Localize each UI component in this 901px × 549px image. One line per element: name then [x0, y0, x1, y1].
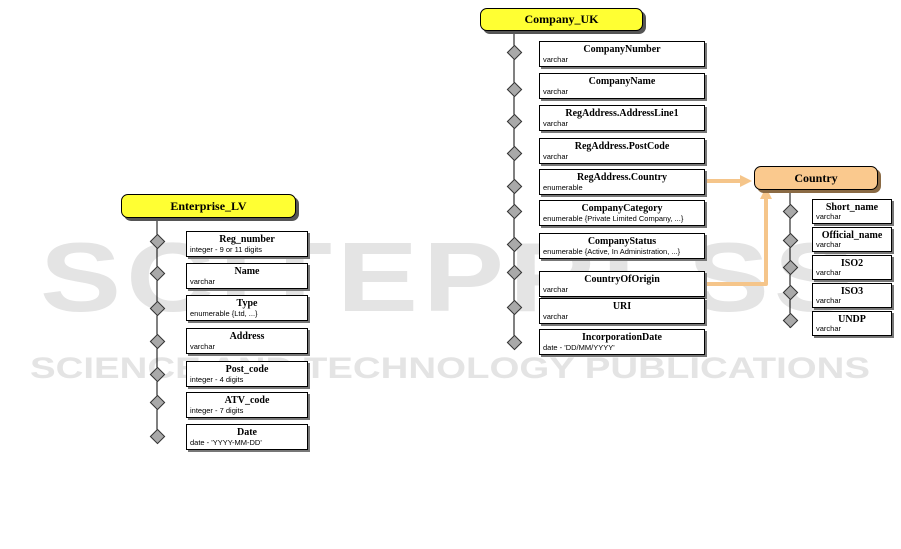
- entity-title: Company_UK: [524, 12, 599, 26]
- field-address[interactable]: Address varchar: [186, 328, 308, 354]
- field-type: enumerable: [543, 183, 583, 192]
- field-name[interactable]: Name varchar: [186, 263, 308, 289]
- field-type: varchar: [543, 152, 569, 161]
- field-incorporation-date[interactable]: IncorporationDate date - 'DD/MM/YYYY': [539, 329, 705, 355]
- field-name: Address: [229, 331, 265, 342]
- field-name: Official_name: [821, 230, 883, 241]
- field-type: integer - 7 digits: [190, 406, 244, 415]
- field-name: IncorporationDate: [582, 332, 662, 343]
- field-official-name[interactable]: Official_name varchar: [812, 227, 892, 252]
- field-type: integer - 4 digits: [190, 375, 244, 384]
- field-uri[interactable]: URI varchar: [539, 298, 705, 324]
- field-name: RegAddress.AddressLine1: [565, 108, 679, 119]
- field-name: UNDP: [838, 314, 866, 325]
- field-short-name[interactable]: Short_name varchar: [812, 199, 892, 224]
- field-type: date - 'YYYY-MM-DD': [190, 438, 262, 447]
- field-atv-code[interactable]: ATV_code integer - 7 digits: [186, 392, 308, 418]
- field-type: varchar: [190, 342, 216, 351]
- field-type: varchar: [816, 324, 842, 333]
- field-type: enumerable {Private Limited Company, ...…: [543, 214, 684, 223]
- field-name: URI: [612, 301, 632, 312]
- field-iso2[interactable]: ISO2 varchar: [812, 255, 892, 280]
- field-type: varchar: [543, 119, 569, 128]
- field-undp[interactable]: UNDP varchar: [812, 311, 892, 336]
- field-iso3[interactable]: ISO3 varchar: [812, 283, 892, 308]
- field-regaddress-addressline1[interactable]: RegAddress.AddressLine1 varchar: [539, 105, 705, 131]
- field-company-number[interactable]: CompanyNumber varchar: [539, 41, 705, 67]
- field-name: Reg_number: [219, 234, 275, 245]
- watermark-title: SCITEPRESS: [40, 222, 860, 332]
- field-type: varchar: [543, 55, 569, 64]
- field-company-name[interactable]: CompanyName varchar: [539, 73, 705, 99]
- entity-company-uk[interactable]: Company_UK: [480, 8, 643, 31]
- field-date[interactable]: Date date - 'YYYY-MM-DD': [186, 424, 308, 450]
- field-name: ISO2: [840, 258, 864, 269]
- field-name: Date: [237, 427, 257, 438]
- field-type: varchar: [816, 240, 842, 249]
- relation-countryoforigin: [703, 196, 768, 286]
- field-name: Type: [236, 298, 258, 309]
- field-name: CompanyName: [588, 76, 656, 87]
- field-name: CompanyNumber: [583, 44, 661, 55]
- field-type: varchar: [543, 312, 569, 321]
- field-type[interactable]: Type enumerable {Ltd, ...}: [186, 295, 308, 321]
- field-name: ATV_code: [224, 395, 270, 406]
- field-type: varchar: [816, 212, 842, 221]
- field-type: varchar: [190, 277, 216, 286]
- field-reg-number[interactable]: Reg_number integer - 9 or 11 digits: [186, 231, 308, 257]
- entity-title: Country: [794, 170, 838, 185]
- field-name: Name: [234, 266, 260, 277]
- watermark-subtitle: SCIENCE AND TECHNOLOGY PUBLICATIONS: [30, 352, 870, 385]
- field-type: varchar: [543, 285, 569, 294]
- arrowhead-countryoforigin: [760, 187, 772, 199]
- field-name: Short_name: [825, 202, 879, 213]
- field-name: ISO3: [840, 286, 864, 297]
- entity-title: Enterprise_LV: [170, 198, 247, 213]
- field-company-status[interactable]: CompanyStatus enumerable {Active, In Adm…: [539, 233, 705, 259]
- entity-enterprise-lv[interactable]: Enterprise_LV: [121, 194, 296, 218]
- field-type: enumerable {Ltd, ...}: [190, 309, 258, 318]
- field-regaddress-country[interactable]: RegAddress.Country enumerable: [539, 169, 705, 195]
- field-name: RegAddress.PostCode: [574, 141, 670, 152]
- field-type: integer - 9 or 11 digits: [190, 245, 262, 254]
- field-type: enumerable {Active, In Administration, .…: [543, 247, 681, 256]
- field-name: Post_code: [225, 364, 269, 375]
- field-company-category[interactable]: CompanyCategory enumerable {Private Limi…: [539, 200, 705, 226]
- arrowhead-regaddress-country: [740, 175, 752, 187]
- field-type: varchar: [816, 268, 842, 277]
- field-type: varchar: [816, 296, 842, 305]
- field-name: CountryOfOrigin: [584, 274, 660, 285]
- field-name: RegAddress.Country: [576, 172, 668, 183]
- field-name: CompanyStatus: [587, 236, 657, 247]
- field-name: CompanyCategory: [581, 203, 663, 214]
- field-type: date - 'DD/MM/YYYY': [543, 343, 615, 352]
- field-country-of-origin[interactable]: CountryOfOrigin varchar: [539, 271, 705, 297]
- field-regaddress-postcode[interactable]: RegAddress.PostCode varchar: [539, 138, 705, 164]
- entity-country[interactable]: Country: [754, 166, 878, 190]
- field-type: varchar: [543, 87, 569, 96]
- field-post-code[interactable]: Post_code integer - 4 digits: [186, 361, 308, 387]
